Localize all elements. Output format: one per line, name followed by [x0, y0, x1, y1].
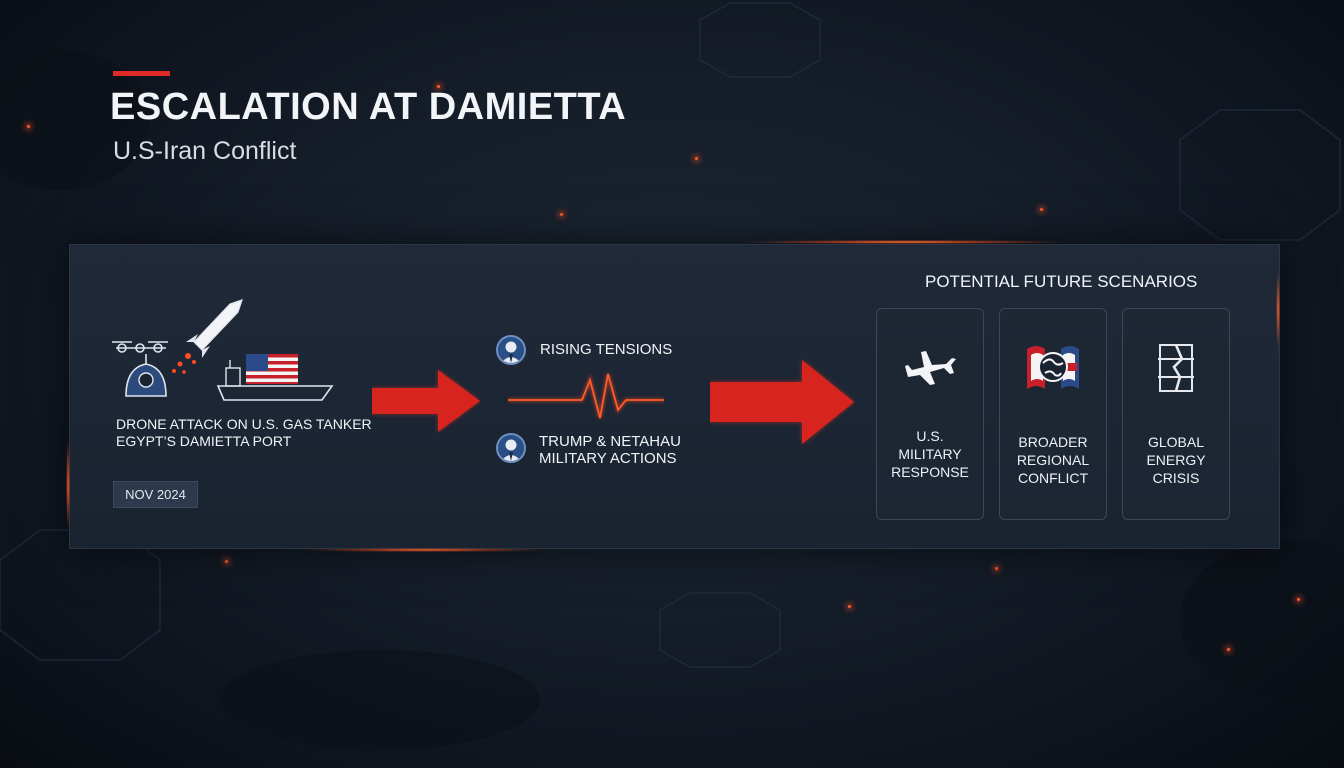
- ember: [695, 157, 698, 160]
- ember: [995, 567, 998, 570]
- event-line-1: DRONE ATTACK ON U.S. GAS TANKER: [116, 416, 372, 432]
- page-title: ESCALATION AT DAMIETTA: [110, 86, 627, 128]
- scenario-label-line: CONFLICT: [1018, 470, 1088, 486]
- panel-glow-right: [1276, 270, 1280, 350]
- military-actions-line-2: MILITARY ACTIONS: [539, 450, 677, 467]
- ember: [27, 125, 30, 128]
- event-description: DRONE ATTACK ON U.S. GAS TANKER EGYPT’S …: [116, 416, 372, 450]
- drone-attack-illustration: [112, 299, 334, 401]
- panel-glow-top: [740, 240, 1070, 244]
- ember: [1227, 648, 1230, 651]
- drone-icon: [112, 341, 168, 353]
- event-line-2: EGYPT’S DAMIETTA PORT: [116, 433, 292, 449]
- globe-flags-icon: [1027, 346, 1079, 389]
- tank-icon: [125, 354, 167, 397]
- scenario-card-military: U.S. MILITARY RESPONSE: [876, 308, 984, 520]
- scenario-label-line: REGIONAL: [1016, 452, 1090, 468]
- ember: [225, 560, 228, 563]
- scenarios-title: POTENTIAL FUTURE SCENARIOS: [925, 272, 1198, 291]
- rising-tensions-label: RISING TENSIONS: [540, 341, 673, 358]
- heartbeat-pulse-icon: [508, 373, 664, 419]
- scenario-label-line: BROADER: [1018, 434, 1088, 450]
- military-actions-label: TRUMP & NETAHAU MILITARY ACTIONS: [539, 433, 681, 467]
- ember: [1297, 598, 1300, 601]
- scenario-label-line: CRISIS: [1152, 470, 1200, 486]
- airplane-icon: [905, 351, 956, 385]
- title-accent-bar: [113, 71, 170, 76]
- tanker-ship-icon: [216, 354, 334, 401]
- scenario-label-line: ENERGY: [1146, 452, 1206, 468]
- arrow-right-icon: [710, 360, 854, 444]
- scenario-label-line: GLOBAL: [1147, 434, 1205, 450]
- page-subtitle: U.S-Iran Conflict: [113, 137, 297, 165]
- scenario-card-energy: GLOBAL ENERGY CRISIS: [1122, 308, 1230, 520]
- ember: [1040, 208, 1043, 211]
- broken-barrel-icon: [1158, 344, 1194, 392]
- scenario-label-line: MILITARY: [898, 446, 962, 462]
- panel-glow-left: [66, 440, 70, 530]
- ember: [848, 605, 851, 608]
- scenario-label-line: RESPONSE: [891, 464, 969, 480]
- scenario-label-line: U.S.: [916, 428, 944, 444]
- ember: [437, 85, 440, 88]
- person-avatar-icon: [496, 433, 526, 463]
- military-actions-line-1: TRUMP & NETAHAU: [539, 433, 681, 450]
- scenario-card-regional: BROADER REGIONAL CONFLICT: [999, 308, 1107, 520]
- person-avatar-icon: [496, 335, 526, 365]
- arrow-right-icon: [372, 370, 480, 432]
- ember: [560, 213, 563, 216]
- missile-icon: [172, 299, 243, 374]
- panel-glow-bottom: [300, 548, 550, 552]
- date-badge: NOV 2024: [113, 481, 198, 508]
